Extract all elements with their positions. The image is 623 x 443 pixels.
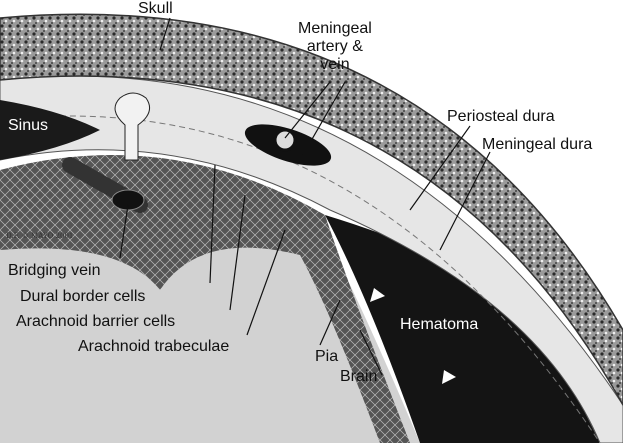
- label-pia: Pia: [315, 348, 339, 365]
- leader-lines: [119, 17, 491, 376]
- label-brain: Brain: [340, 368, 378, 385]
- label-skull: Skull: [138, 0, 173, 17]
- label-meningeal-dura: Meningeal dura: [482, 136, 593, 153]
- label-line: vein: [320, 56, 350, 73]
- label-dural-border-cells: Dural border cells: [20, 288, 146, 305]
- arrow-icon: [370, 288, 385, 302]
- arachnoid-granulation: [114, 92, 151, 161]
- hematoma-region: [325, 215, 600, 443]
- arrow-icon: [442, 370, 456, 384]
- label-periosteal-dura: Periosteal dura: [447, 108, 555, 125]
- label-arachnoid-barrier-cells: Arachnoid barrier cells: [16, 313, 176, 330]
- sinus: [0, 100, 100, 160]
- arachnoid-trabeculae-region: [0, 155, 410, 443]
- label-hematoma: Hematoma: [400, 316, 479, 333]
- label-line: artery &: [306, 38, 363, 55]
- label-arachnoid-trabeculae: Arachnoid trabeculae: [78, 338, 230, 355]
- label-meningeal-artery-vein: Meningeal artery & vein: [298, 20, 372, 74]
- label-bridging-vein: Bridging vein: [8, 262, 101, 279]
- artist-signature: D.F. © MAYO 2001: [6, 232, 74, 240]
- label-line: Meningeal: [298, 20, 372, 37]
- label-sinus: Sinus: [8, 117, 49, 134]
